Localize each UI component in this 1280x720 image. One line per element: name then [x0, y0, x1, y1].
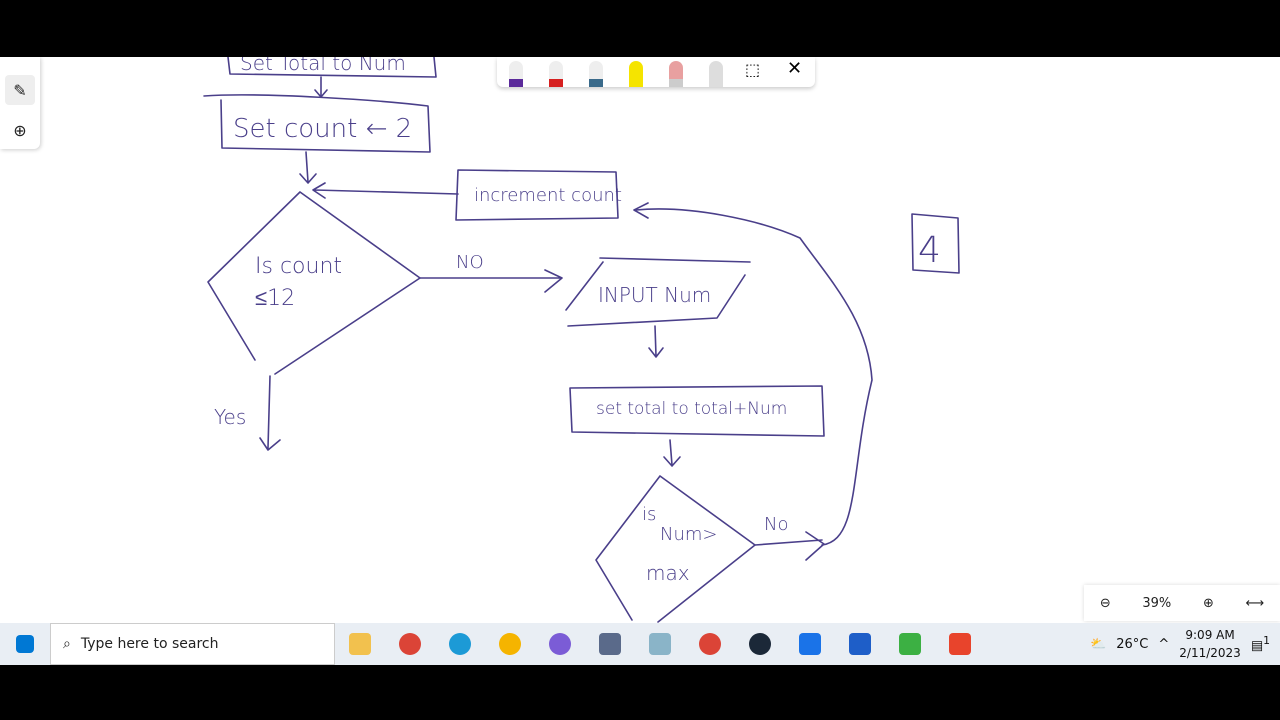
- set-count-label: Set count ← 2: [233, 114, 412, 144]
- taskbar-app[interactable]: [585, 623, 635, 665]
- weather-icon[interactable]: ⛅: [1090, 636, 1107, 652]
- increment-label: increment count: [474, 185, 622, 206]
- whiteboard-canvas[interactable]: Set Total to Num Set count ← 2 Is count …: [0, 57, 1280, 623]
- lasso-select-icon[interactable]: ⬚: [745, 60, 761, 79]
- add-icon[interactable]: ⊕: [13, 120, 27, 140]
- taskbar-app-whiteboard[interactable]: [835, 623, 885, 665]
- highlighter-yellow[interactable]: [629, 61, 643, 87]
- weather-temp[interactable]: 26°C: [1116, 636, 1149, 652]
- zoom-in-icon[interactable]: ⊕: [1202, 595, 1214, 611]
- search-icon: ⌕: [63, 636, 71, 652]
- pen-purple[interactable]: [509, 61, 523, 87]
- system-tray: ⛅ 26°C ^ 9:09 AM 2/11/2023 ▤1: [1090, 623, 1280, 665]
- taskbar-app[interactable]: [935, 623, 985, 665]
- is-num-label-3: max: [646, 561, 690, 585]
- is-num-label-2: Num>: [660, 524, 718, 545]
- taskbar-app-duck[interactable]: [485, 623, 535, 665]
- taskbar-app[interactable]: [885, 623, 935, 665]
- date: 2/11/2023: [1179, 646, 1241, 660]
- taskbar-app-chrome[interactable]: [685, 623, 735, 665]
- pen-galaxy[interactable]: [589, 61, 603, 87]
- taskbar-app-file-explorer[interactable]: [335, 623, 385, 665]
- zoom-level: 39%: [1142, 595, 1172, 611]
- set-total-total-label: set total to total+Num: [596, 399, 787, 419]
- no-label-1: NO: [456, 252, 484, 273]
- time: 9:09 AM: [1185, 628, 1235, 642]
- taskbar-app-discord[interactable]: [535, 623, 585, 665]
- is-count-cond: ≤12: [255, 286, 295, 311]
- set-total-label: Set Total to Num: [240, 57, 406, 75]
- taskbar-app-chrome[interactable]: [385, 623, 435, 665]
- notification-count: 1: [1263, 634, 1270, 648]
- yes-label: Yes: [214, 405, 246, 429]
- input-num-label: INPUT Num: [598, 283, 711, 307]
- taskbar-app[interactable]: [635, 623, 685, 665]
- pen-toolbar: ⬚ ✕: [497, 57, 815, 87]
- pen-tool-icon[interactable]: ✎: [5, 75, 35, 105]
- start-button[interactable]: [0, 623, 50, 665]
- left-toolbar: ✎ ⊕: [0, 57, 40, 149]
- taskbar-app[interactable]: [785, 623, 835, 665]
- no-label-2: No: [764, 514, 788, 535]
- chevron-up-icon[interactable]: ^: [1158, 636, 1170, 652]
- is-num-label-1: is: [642, 504, 656, 525]
- search-box[interactable]: ⌕ Type here to search: [50, 623, 335, 665]
- eraser-icon[interactable]: [669, 61, 683, 87]
- pen-red[interactable]: [549, 61, 563, 87]
- ruler-icon[interactable]: [709, 61, 723, 87]
- notification-icon[interactable]: ▤1: [1250, 634, 1270, 654]
- close-icon[interactable]: ✕: [787, 58, 803, 79]
- fit-to-screen-icon[interactable]: ⟷: [1245, 595, 1265, 611]
- is-count-label: Is count: [255, 254, 342, 279]
- clock[interactable]: 9:09 AM 2/11/2023: [1179, 626, 1241, 662]
- flowchart-drawing: Set Total to Num Set count ← 2 Is count …: [203, 57, 960, 623]
- taskbar-app-edge[interactable]: [435, 623, 485, 665]
- taskbar-app-steam[interactable]: [735, 623, 785, 665]
- zoom-bar: ⊖ 39% ⊕ ⟷: [1084, 585, 1280, 621]
- zoom-out-icon[interactable]: ⊖: [1099, 595, 1111, 611]
- box-4-label: 4: [918, 230, 941, 271]
- taskbar: ⌕ Type here to search ⛅ 26°C ^ 9:09 AM 2…: [0, 623, 1280, 665]
- search-placeholder: Type here to search: [80, 636, 219, 652]
